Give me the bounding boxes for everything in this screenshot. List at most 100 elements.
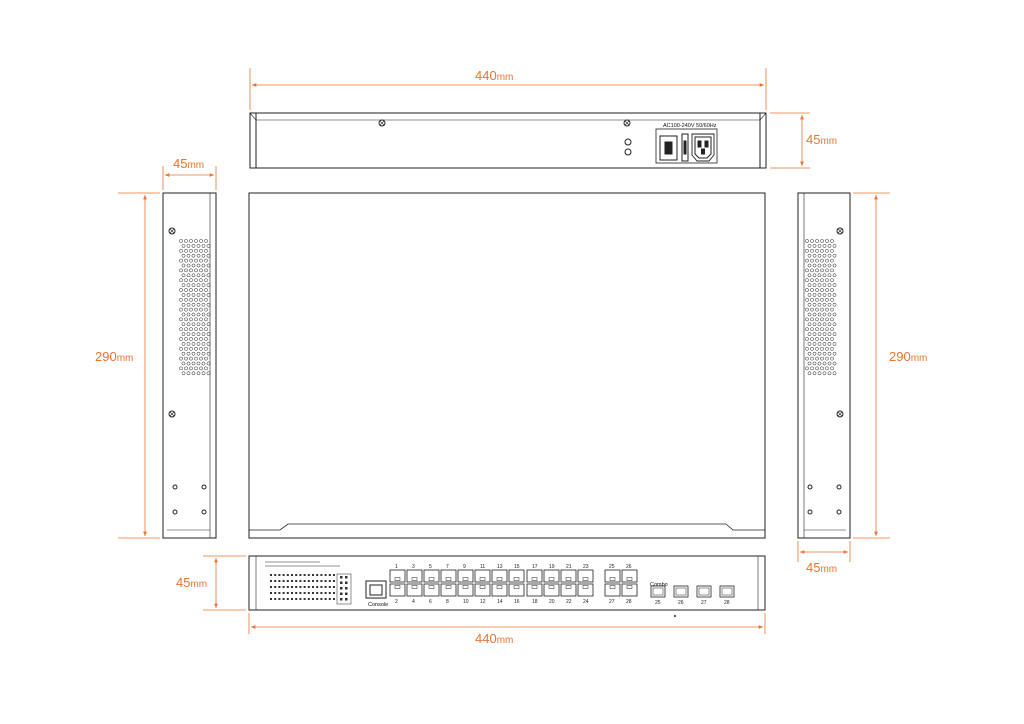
vent-hole — [832, 332, 837, 336]
vent-hole — [817, 283, 822, 287]
vent-hole — [812, 253, 817, 258]
led-dot — [328, 574, 331, 576]
led-dot — [278, 580, 281, 582]
led-dot — [270, 574, 272, 576]
vent-hole — [805, 268, 809, 273]
led-dot — [286, 574, 289, 576]
rj45-latch — [531, 585, 538, 589]
vent-hole — [820, 278, 824, 283]
port-number-top: 19 — [549, 564, 555, 570]
rj45-latch — [411, 577, 418, 581]
vent-hole — [204, 327, 208, 332]
vent-hole — [805, 346, 809, 351]
front-view — [248, 555, 766, 611]
vent-hole — [825, 297, 829, 302]
vent-hole — [189, 288, 193, 292]
rj45-port — [491, 583, 508, 597]
vent-hole — [805, 366, 809, 371]
rj45-latch — [582, 585, 589, 589]
vent-hole — [194, 327, 198, 332]
vent-hole — [184, 239, 188, 243]
vent-hole — [199, 337, 203, 341]
vent-hole — [199, 317, 203, 322]
vent-hole — [179, 258, 183, 263]
vent-hole — [810, 297, 814, 302]
vent-hole — [820, 317, 824, 322]
status-led — [345, 581, 348, 584]
vent-hole — [817, 332, 822, 336]
vent-hole — [191, 263, 196, 268]
vent-hole — [194, 337, 198, 341]
vent-hole — [204, 356, 208, 361]
port-number-bottom: 16 — [514, 599, 520, 605]
vent-hole — [827, 244, 832, 248]
vent-hole — [817, 244, 822, 248]
rj45-latch — [462, 585, 469, 589]
vent-hole — [815, 248, 819, 253]
vent-hole — [825, 268, 829, 273]
vent-hole — [181, 332, 186, 336]
status-led — [340, 598, 343, 601]
port-number-top: 3 — [412, 564, 415, 570]
vent-hole — [830, 239, 834, 243]
vent-hole — [196, 312, 201, 317]
rj45-latch — [445, 577, 452, 581]
vent-hole — [817, 293, 822, 297]
vent-hole — [189, 239, 193, 243]
vent-hole — [822, 322, 827, 327]
port-number-bottom: 2 — [395, 599, 398, 605]
led-dot — [333, 586, 335, 588]
vent-hole — [189, 327, 193, 332]
vent-hole — [194, 239, 198, 243]
vent-hole — [815, 337, 819, 341]
vent-hole — [179, 346, 183, 351]
led-dot — [299, 592, 302, 594]
led-dot — [295, 574, 298, 576]
vent-hole — [191, 293, 196, 297]
vent-hole — [832, 263, 837, 268]
led-dot — [282, 580, 285, 582]
vent-hole — [830, 346, 834, 351]
rj45-latch — [548, 577, 555, 581]
vent-hole — [807, 302, 812, 307]
vent-hole — [184, 278, 188, 283]
vent-hole — [827, 293, 832, 297]
vent-hole — [206, 342, 211, 346]
vent-hole — [812, 273, 817, 278]
vent-hole — [812, 263, 817, 268]
led-dot — [270, 598, 272, 600]
vent-hole — [181, 283, 186, 287]
port-number-top: 1 — [395, 564, 398, 570]
led-dot — [299, 586, 302, 588]
vent-hole — [820, 258, 824, 263]
vent-hole — [822, 244, 827, 248]
vent-hole — [807, 273, 812, 278]
vent-hole — [815, 288, 819, 292]
vent-hole — [825, 278, 829, 283]
port-number-bottom: 4 — [412, 599, 415, 605]
vent-hole — [191, 302, 196, 307]
vent-hole — [206, 302, 211, 307]
rj45-latch — [609, 585, 616, 589]
vent-hole — [815, 307, 819, 312]
vent-hole — [191, 342, 196, 346]
vent-hole — [817, 371, 822, 376]
vent-hole — [194, 288, 198, 292]
led-dot — [274, 592, 277, 594]
port-number-bottom: 8 — [446, 599, 449, 605]
led-dot — [333, 598, 335, 600]
vent-hole — [810, 307, 814, 312]
vent-hole — [805, 317, 809, 322]
vent-hole — [815, 258, 819, 263]
led-dot — [307, 598, 310, 600]
vent-hole — [194, 317, 198, 322]
power-rating-label: AC100-240V 50/60Hz — [663, 123, 717, 129]
vent-hole — [830, 356, 834, 361]
vent-hole — [201, 263, 206, 268]
vent-hole — [832, 342, 837, 346]
led-dot — [291, 580, 293, 582]
vent-hole — [186, 332, 191, 336]
vent-hole — [822, 283, 827, 287]
vent-hole — [807, 253, 812, 258]
vent-hole — [186, 293, 191, 297]
